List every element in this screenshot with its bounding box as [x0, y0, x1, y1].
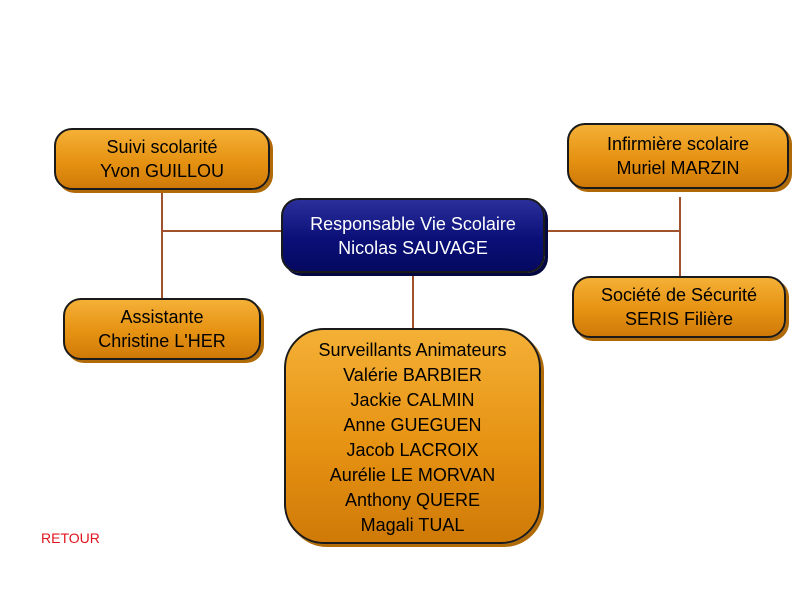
surveillant-member: Magali TUAL: [360, 515, 465, 535]
infirmiere-box: Infirmière scolaire Muriel MARZIN: [567, 123, 789, 189]
assistante-title: Assistante: [120, 307, 204, 327]
responsable-person: Nicolas SAUVAGE: [338, 237, 488, 258]
suivi-title: Suivi scolarité: [106, 137, 218, 157]
securite-title: Société de Sécurité: [600, 285, 758, 305]
suivi-person: Yvon GUILLOU: [99, 161, 225, 181]
securite-company: SERIS Filière: [624, 309, 734, 329]
surveillant-member: Anne GUEGUEN: [343, 415, 482, 435]
surveillants-title: Surveillants Animateurs: [318, 340, 507, 360]
suivi-scolarite-box: Suivi scolarité Yvon GUILLOU: [54, 128, 270, 190]
securite-box: Société de Sécurité SERIS Filière: [572, 276, 786, 338]
surveillant-member: Anthony QUERE: [344, 490, 481, 510]
retour-link[interactable]: RETOUR: [41, 530, 100, 546]
assistante-person: Christine L'HER: [98, 331, 226, 351]
surveillant-member: Valérie BARBIER: [343, 365, 482, 385]
infirmiere-person: Muriel MARZIN: [616, 158, 740, 178]
assistante-box: Assistante Christine L'HER: [63, 298, 261, 360]
responsable-title: Responsable Vie Scolaire: [310, 213, 516, 234]
surveillants-box: Surveillants Animateurs Valérie BARBIER …: [284, 328, 541, 544]
surveillant-member: Jackie CALMIN: [350, 390, 475, 410]
surveillant-member: Aurélie LE MORVAN: [329, 465, 496, 485]
surveillant-member: Jacob LACROIX: [346, 440, 479, 460]
responsable-vie-scolaire-box: Responsable Vie Scolaire Nicolas SAUVAGE: [281, 198, 545, 273]
infirmiere-title: Infirmière scolaire: [606, 134, 750, 154]
